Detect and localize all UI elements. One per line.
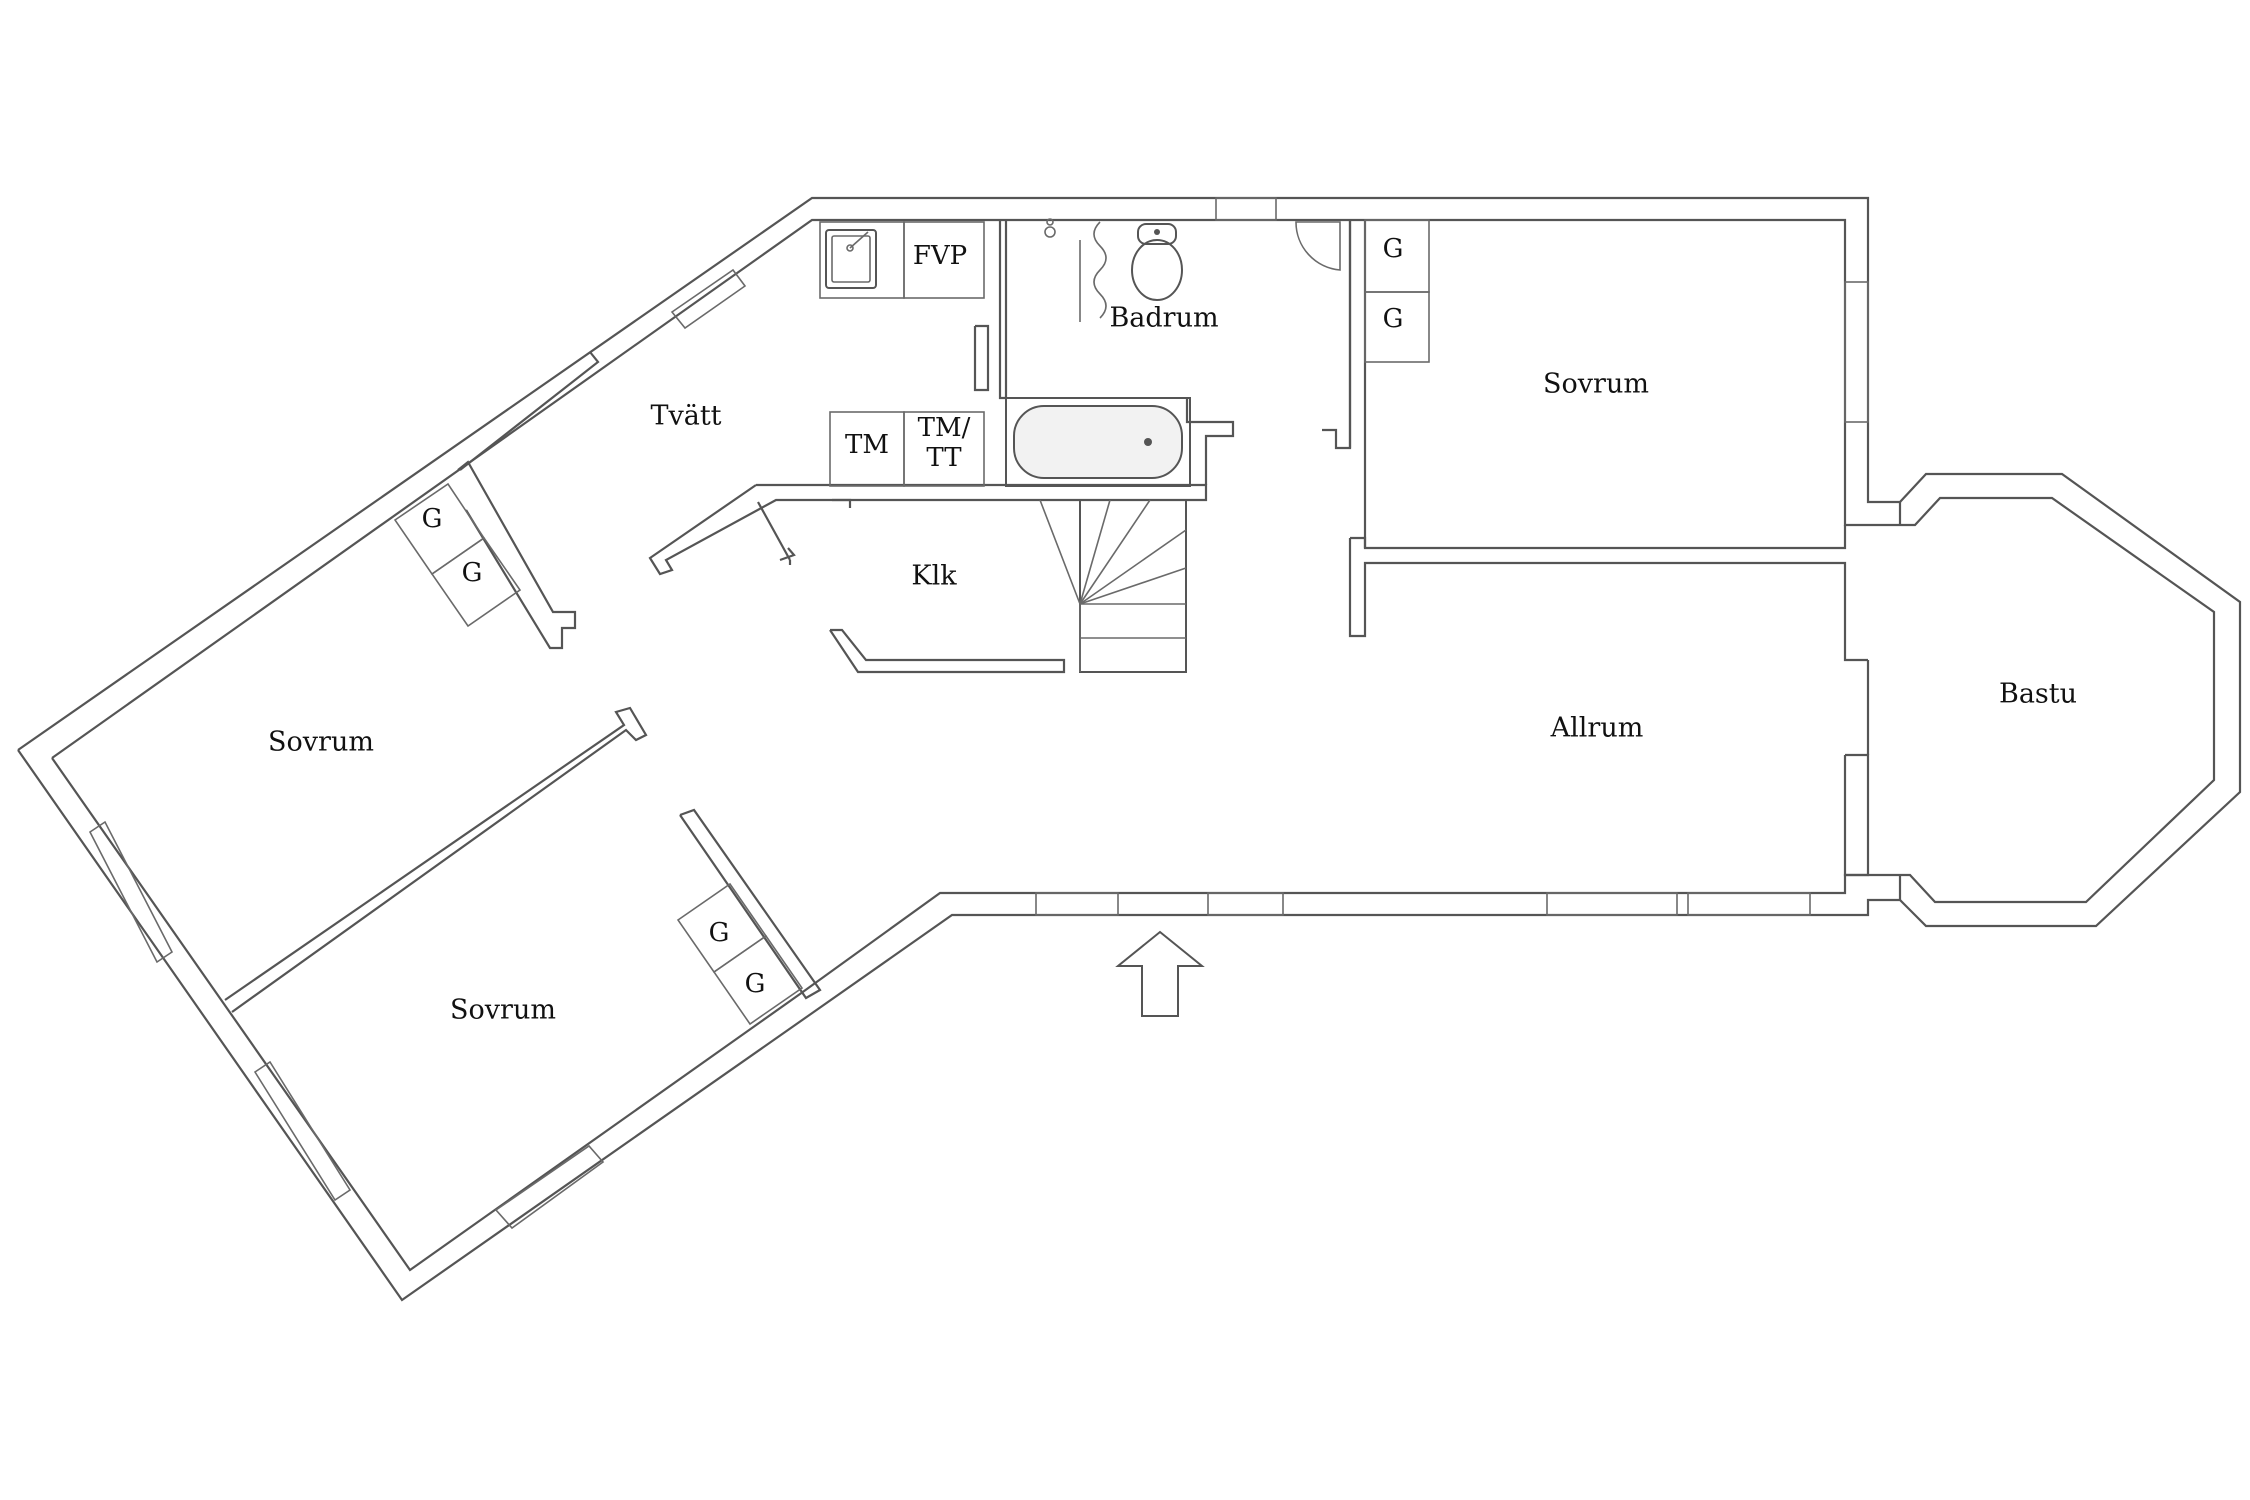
corner-shower-icon (1295, 221, 1341, 271)
wardrobe-label: G (1382, 234, 1404, 265)
sink-icon (825, 229, 877, 289)
fixture-label-tm-tt: TM/ TT (917, 413, 971, 473)
shower-icon (1044, 218, 1107, 322)
staircase (1039, 499, 1187, 673)
room-label-allrum: Allrum (1550, 712, 1644, 744)
room-label-badrum: Badrum (1109, 302, 1219, 334)
wardrobe-label: G (708, 918, 730, 949)
interior-walls (224, 220, 1902, 1013)
wardrobe-label: G (421, 504, 443, 535)
room-label-klk: Klk (911, 560, 957, 592)
wardrobe-label: G (744, 969, 766, 1000)
room-label-tvatt: Tvätt (650, 400, 722, 432)
cabinets (393, 219, 1430, 1026)
room-label-sovrum-left-upper: Sovrum (268, 726, 374, 758)
bathtub-icon (1005, 397, 1191, 487)
wardrobe-label: G (1382, 304, 1404, 335)
fixture-label-tm: TM (845, 430, 889, 461)
windows (88, 197, 1869, 1230)
wardrobe-label: G (461, 558, 483, 589)
toilet-icon (1131, 223, 1183, 301)
fixture-label-fvp: FVP (912, 241, 968, 272)
entrance-arrow-icon (1115, 930, 1205, 1017)
room-label-sovrum-left-lower: Sovrum (450, 994, 556, 1026)
room-label-bastu: Bastu (1998, 678, 2078, 710)
outer-walls (17, 196, 2242, 1302)
room-label-sovrum-right: Sovrum (1543, 368, 1649, 400)
